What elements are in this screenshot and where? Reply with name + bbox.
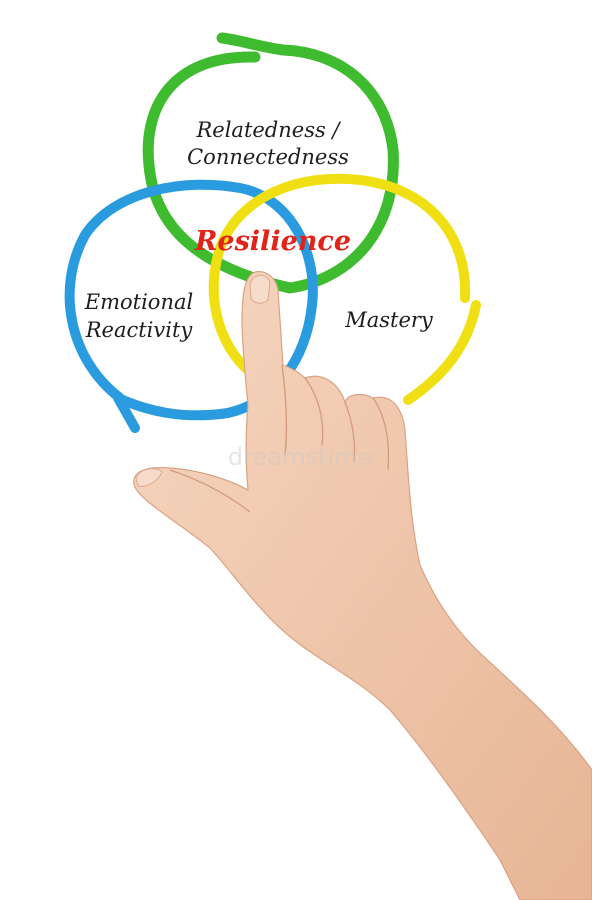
finger-knuckle-1 (304, 377, 324, 446)
hand-palm (133, 270, 592, 900)
fingernail (249, 275, 271, 304)
pointing-hand-icon (133, 270, 592, 900)
label-mastery: Mastery (344, 308, 434, 332)
thumb-crease (169, 469, 251, 513)
circle-relatedness (142, 32, 399, 294)
finger-knuckle-2 (344, 401, 356, 463)
circle-stroke-yellow (208, 173, 481, 405)
circle-stroke-green (142, 32, 399, 294)
circle-stroke-blue (64, 179, 318, 433)
label-resilience: Resilience (194, 226, 351, 257)
watermark-text: dreamstime (228, 443, 372, 471)
index-finger-edge (281, 364, 288, 456)
thumb-nail (135, 468, 163, 487)
label-relatedness-line-1: Relatedness / (195, 118, 341, 142)
label-emotional-line-2: Reactivity (85, 318, 194, 342)
label-emotional-line-1: Emotional (84, 290, 193, 314)
label-relatedness-line-2: Connectedness (187, 145, 349, 169)
circle-mastery (208, 173, 481, 405)
finger-knuckle-3 (372, 397, 390, 471)
circle-emotional-reactivity (64, 179, 318, 433)
